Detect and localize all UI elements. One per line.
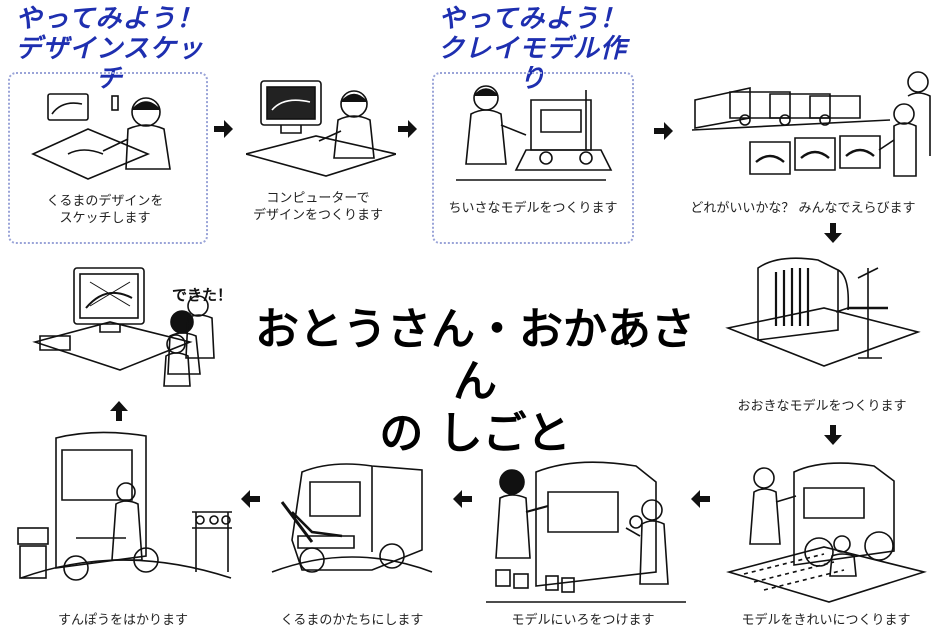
arrow-left-icon: [690, 488, 712, 510]
arrow-up-icon: [108, 400, 130, 422]
header-sketch: やってみよう！ デザインスケッチ: [2, 4, 217, 94]
step-1-caption-line2: スケッチします: [59, 211, 151, 226]
computer-design-icon: [246, 76, 396, 184]
completed-design-icon: [30, 262, 240, 398]
sketching-icon: [28, 84, 188, 184]
header-sketch-line1: やってみよう！: [15, 4, 204, 34]
header-clay: やってみよう！ クレイモデル作り: [425, 4, 640, 94]
large-clay-model-icon: [718, 248, 930, 388]
step-3-caption-line1: ちいさなモデルをつくります: [448, 201, 618, 216]
step-3-caption: ちいさなモデルをつくります: [440, 200, 626, 217]
dekita-label: できた！: [172, 286, 233, 304]
arrow-right-icon: [396, 118, 418, 140]
step-4-caption: どれがいいかな？ みんなでえらびます: [668, 200, 938, 217]
arrow-left-icon: [240, 488, 262, 510]
choosing-design-icon: [690, 70, 938, 192]
clay-frame: [432, 72, 634, 244]
step-2-caption: コンピューターで デザインをつくります: [228, 190, 408, 224]
arrow-down-icon: [822, 222, 844, 244]
arrow-right-icon: [652, 120, 674, 142]
header-clay-line1: やってみよう！: [438, 4, 627, 34]
arrow-right-icon: [212, 118, 234, 140]
small-clay-model-icon: [446, 80, 618, 190]
step-2-caption-line2: デザインをつくります: [252, 208, 383, 223]
arrow-left-icon: [452, 488, 474, 510]
arrow-down-icon: [822, 424, 844, 446]
step-8-caption: くるまのかたちにします: [262, 612, 442, 629]
header-sketch-line2: デザインスケッチ: [15, 34, 204, 94]
step-2-caption-line1: コンピューターで: [266, 191, 370, 206]
sketch-frame: [8, 72, 208, 244]
page-title: おとうさん・おかあさん の しごと: [240, 304, 710, 460]
step-6-caption: モデルをきれいにつくります: [726, 612, 926, 629]
page-title-line2: の しごと: [379, 408, 571, 459]
page-title-line1: おとうさん・おかあさん: [255, 304, 695, 407]
step-6-caption-line1: モデルをきれいにつくります: [741, 613, 911, 628]
header-clay-line2: クレイモデル作り: [437, 34, 627, 94]
step-8-caption-line1: くるまのかたちにします: [280, 613, 424, 628]
step-9-caption: すんぽうをはかります: [18, 612, 228, 629]
step-7-caption: モデルにいろをつけます: [488, 612, 678, 629]
step-1-caption-line1: くるまのデザインを: [46, 194, 164, 209]
step-9-caption-line1: すんぽうをはかります: [57, 613, 188, 628]
step-5-caption-line1: おおきなモデルをつくります: [737, 399, 907, 414]
truck-shape-icon: [262, 452, 442, 604]
measuring-icon: [16, 428, 244, 608]
step-5-caption: おおきなモデルをつくります: [722, 398, 922, 415]
finishing-model-icon: [724, 452, 932, 612]
painting-model-icon: [486, 452, 686, 610]
step-1-caption: くるまのデザインを スケッチします: [20, 193, 190, 227]
step-7-caption-line1: モデルにいろをつけます: [511, 613, 655, 628]
step-4-caption-line1: どれがいいかな？ みんなでえらびます: [690, 201, 916, 216]
